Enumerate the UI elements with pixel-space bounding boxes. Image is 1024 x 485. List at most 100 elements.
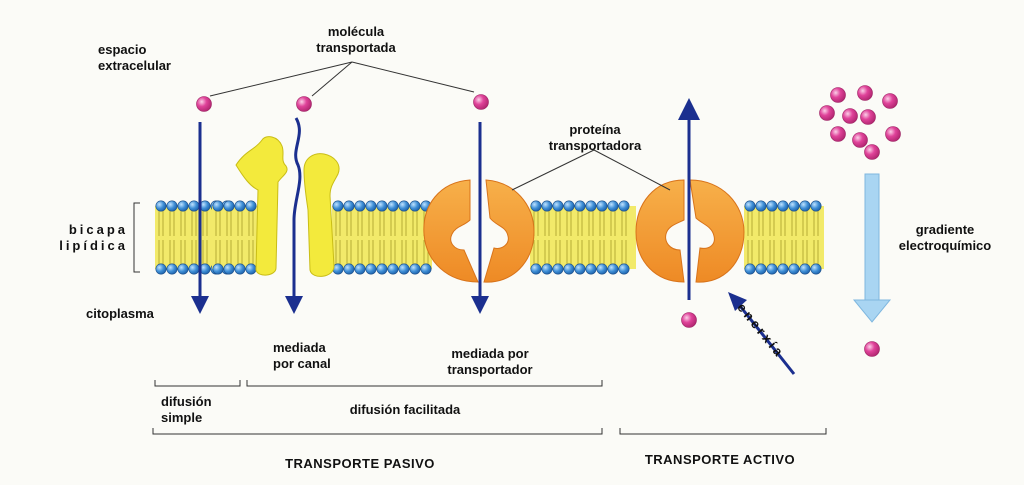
lipid-head xyxy=(365,200,377,212)
channel-arrowhead xyxy=(285,296,303,314)
lipid-head xyxy=(387,200,399,212)
lipid-head xyxy=(607,263,619,275)
molecule xyxy=(196,96,212,112)
transport-arrows xyxy=(191,98,892,375)
lipid-tail xyxy=(621,240,627,266)
lipid-head xyxy=(343,263,355,275)
bracket-passive-transport xyxy=(152,428,603,435)
lipid-head xyxy=(223,200,235,212)
label-bilayer: bicapa lipídica xyxy=(59,222,128,253)
molecule xyxy=(864,341,880,357)
lipid-tail xyxy=(379,240,385,266)
lipid-tail xyxy=(412,210,418,236)
lipid-tail xyxy=(802,210,808,236)
lipid-tail xyxy=(226,210,232,236)
lipid-tail xyxy=(357,210,363,236)
lipid-head xyxy=(245,200,257,212)
lipid-head xyxy=(155,263,167,275)
lipid-head xyxy=(376,200,388,212)
lipid-tail xyxy=(202,210,208,236)
molecule xyxy=(860,109,876,125)
lipid-head xyxy=(777,200,789,212)
lipid-head xyxy=(245,263,257,275)
channel-arrow xyxy=(292,117,302,300)
lipid-tail xyxy=(747,210,753,236)
lipid-tail xyxy=(747,240,753,266)
label-carrier-mediated: mediada por transportador xyxy=(447,346,533,377)
lipid-tail xyxy=(335,240,341,266)
lipid-tail xyxy=(215,240,221,266)
lipid-tail xyxy=(346,210,352,236)
lipid-tail-band xyxy=(744,206,824,269)
lipid-head xyxy=(530,263,542,275)
simple-diffusion-arrowhead xyxy=(191,296,209,314)
lipid-tail xyxy=(346,240,352,266)
lipid-head xyxy=(155,200,167,212)
lipid-tail xyxy=(169,240,175,266)
lipid-tail xyxy=(588,240,594,266)
lipid-head xyxy=(376,263,388,275)
lipid-head xyxy=(398,263,410,275)
label-facilitated-diffusion: difusión facilitada xyxy=(349,402,461,417)
lipid-head xyxy=(574,263,586,275)
bracket-simple-diffusion xyxy=(154,380,241,387)
lipid-head xyxy=(563,200,575,212)
lipid-tail xyxy=(577,210,583,236)
lipid-tail-band xyxy=(212,206,262,269)
lipid-head xyxy=(354,263,366,275)
label-simple-diffusion: difusión simple xyxy=(161,394,212,425)
lipid-tail xyxy=(237,240,243,266)
lipid-head xyxy=(563,263,575,275)
lipid-tail xyxy=(610,240,616,266)
lipid-head xyxy=(799,263,811,275)
gradient-arrowhead xyxy=(852,299,892,323)
lipid-head xyxy=(766,200,778,212)
energy-arrowhead xyxy=(728,292,747,311)
molecules xyxy=(196,85,901,357)
label-carrier-protein: proteína transportadora xyxy=(548,122,642,153)
lipid-tail xyxy=(401,210,407,236)
label-channel-mediated: mediada por canal xyxy=(273,340,331,371)
lipid-head xyxy=(799,200,811,212)
molecule xyxy=(857,85,873,101)
lipid-tail xyxy=(599,210,605,236)
lipid-tail xyxy=(566,240,572,266)
lipid-tail xyxy=(169,210,175,236)
lipid-head xyxy=(234,200,246,212)
lipid-bilayer xyxy=(155,200,824,275)
lipid-tail xyxy=(401,240,407,266)
lipid-tail xyxy=(248,210,254,236)
lipid-tail xyxy=(621,210,627,236)
lipid-head xyxy=(541,200,553,212)
molecule xyxy=(830,87,846,103)
lipid-tail xyxy=(335,210,341,236)
lipid-head xyxy=(596,200,608,212)
lipid-tail xyxy=(813,210,819,236)
lipid-head xyxy=(188,263,200,275)
lipid-tail xyxy=(248,240,254,266)
lipid-tail xyxy=(555,240,561,266)
lipid-head xyxy=(212,263,224,275)
lipid-tail xyxy=(802,240,808,266)
lipid-tail xyxy=(758,210,764,236)
lipid-tail xyxy=(368,240,374,266)
carrier-protein-active xyxy=(635,179,745,283)
lipid-tail xyxy=(566,210,572,236)
lipid-head xyxy=(177,200,189,212)
lipid-head xyxy=(607,200,619,212)
lipid-tail xyxy=(544,210,550,236)
lipid-head xyxy=(530,200,542,212)
carrier-protein-passive xyxy=(423,179,535,283)
lipid-head xyxy=(354,200,366,212)
lipid-head xyxy=(810,263,822,275)
lipid-tail xyxy=(202,240,208,266)
lipid-tail xyxy=(379,210,385,236)
lipid-head xyxy=(365,263,377,275)
channel-protein xyxy=(235,136,340,277)
lipid-head xyxy=(398,200,410,212)
carrier-arrowhead xyxy=(471,296,489,314)
lipid-tail xyxy=(390,210,396,236)
bracket-active-transport xyxy=(619,428,827,435)
lipid-tail xyxy=(180,210,186,236)
